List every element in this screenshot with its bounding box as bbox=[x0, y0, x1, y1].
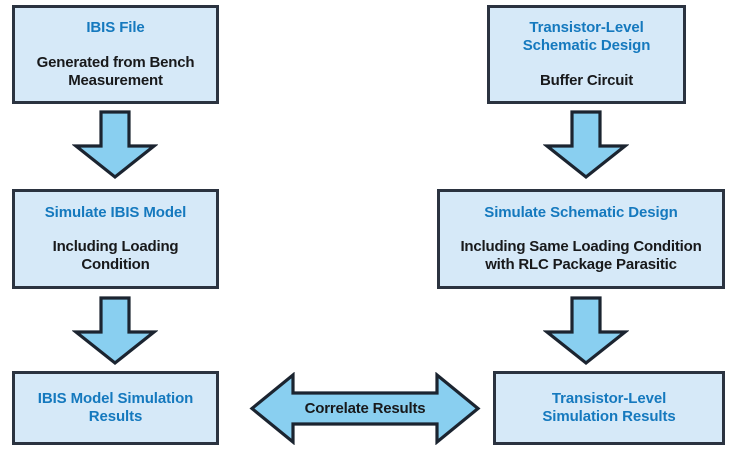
node-ibis-model-simulation-results-title-line1: IBIS Model Simulation bbox=[37, 390, 194, 408]
arrow-down-icon-ibis-file-to-simulate-ibis bbox=[72, 110, 158, 180]
node-transistor-schematic-design-title-line2: Schematic Design bbox=[522, 37, 651, 54]
arrow-down-icon-transistor-design-to-simulate-schematic bbox=[543, 110, 629, 180]
node-simulate-schematic-design-body-line1: Including Same Loading Condition bbox=[460, 238, 702, 256]
node-transistor-level-simulation-results-title-line1: Transistor-Level bbox=[551, 390, 667, 408]
arrow-down-icon-simulate-schematic-to-transistor-results bbox=[543, 296, 629, 366]
node-ibis-model-simulation-results: IBIS Model Simulation Results bbox=[12, 371, 219, 445]
node-transistor-level-simulation-results: Transistor-Level Simulation Results bbox=[493, 371, 725, 445]
node-simulate-schematic-design-title: Simulate Schematic Design bbox=[484, 203, 678, 221]
node-simulate-schematic-design-body-line2: with RLC Package Parasitic bbox=[485, 256, 677, 274]
node-simulate-schematic-design: Simulate Schematic Design Including Same… bbox=[437, 189, 725, 289]
node-simulate-ibis-model: Simulate IBIS Model Including Loading Co… bbox=[12, 189, 219, 289]
node-ibis-file: IBIS File Generated from Bench Measureme… bbox=[12, 5, 219, 104]
node-ibis-model-simulation-results-title-line2: Results bbox=[88, 408, 143, 425]
node-simulate-ibis-model-body-line1: Including Loading bbox=[52, 238, 179, 256]
node-ibis-file-body-line1: Generated from Bench bbox=[36, 53, 195, 71]
node-simulate-ibis-model-body-line2: Condition bbox=[81, 256, 150, 274]
node-transistor-schematic-design-body: Buffer Circuit bbox=[539, 71, 634, 89]
node-ibis-file-title: IBIS File bbox=[86, 19, 145, 37]
node-simulate-ibis-model-title: Simulate IBIS Model bbox=[44, 203, 187, 221]
node-transistor-schematic-design: Transistor-Level Schematic Design Buffer… bbox=[487, 5, 686, 104]
node-ibis-file-body-line2: Measurement bbox=[68, 71, 163, 89]
node-transistor-level-simulation-results-title-line2: Simulation Results bbox=[542, 408, 676, 425]
node-transistor-schematic-design-title-line1: Transistor-Level bbox=[529, 19, 644, 37]
arrow-down-icon-simulate-ibis-to-ibis-results bbox=[72, 296, 158, 366]
arrow-double-horizontal-icon-correlate bbox=[249, 372, 481, 445]
